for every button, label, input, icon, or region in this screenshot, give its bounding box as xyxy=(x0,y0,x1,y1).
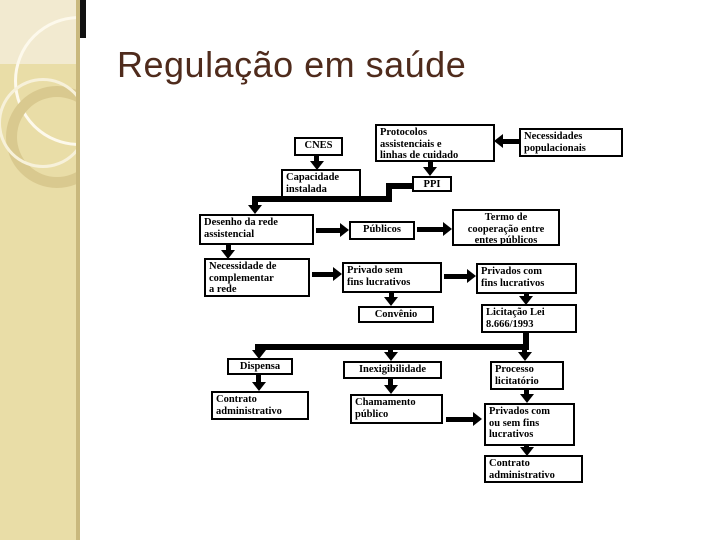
arrowhead-down-icon xyxy=(384,385,398,394)
arrowhead-right-icon xyxy=(473,412,482,426)
arrowhead-down-icon xyxy=(384,297,398,306)
node-convenio: Convênio xyxy=(358,306,434,323)
arrow-necessidades-to-protocolos xyxy=(503,139,520,144)
arrowhead-left-icon xyxy=(494,134,503,148)
connector-drop-to-desenho xyxy=(252,196,258,207)
arrowhead-down-icon xyxy=(252,382,266,391)
arrow-cnes-to-capacidade xyxy=(314,155,319,163)
node-contrato-adm-1: Contrato administrativo xyxy=(211,391,309,420)
arrow-privado-sem-to-privados-com xyxy=(444,274,467,279)
node-necessidades: Necessidades populacionais xyxy=(519,128,623,157)
node-termo: Termo de cooperação entre entes públicos xyxy=(452,209,560,246)
node-privados-ou-sem: Privados com ou sem fins lucrativos xyxy=(484,403,575,446)
arrow-processo-to-privados xyxy=(524,390,529,395)
node-privados-com: Privados com fins lucrativos xyxy=(476,263,577,294)
node-processo: Processo licitatório xyxy=(490,361,564,390)
node-contrato-adm-2: Contrato administrativo xyxy=(484,455,583,483)
decorative-circle-icon xyxy=(0,78,76,168)
arrow-protocolos-to-ppi xyxy=(428,162,433,169)
connector-stub-to-ppi xyxy=(386,183,412,189)
arrow-dispensa-to-contrato xyxy=(256,375,261,383)
arrow-necessidade-to-privado-sem xyxy=(312,272,333,277)
node-dispensa: Dispensa xyxy=(227,358,293,375)
arrowhead-down-icon xyxy=(252,350,266,359)
arrowhead-right-icon xyxy=(333,267,342,281)
slide-theme-sidebar xyxy=(0,0,80,540)
arrow-desenho-to-publicos xyxy=(316,228,340,233)
connector-bus-licitacao xyxy=(255,344,529,350)
connector-bus-capacidade xyxy=(252,196,392,202)
node-necessidade-compl: Necessidade de complementar a rede xyxy=(204,258,310,297)
arrowhead-down-icon xyxy=(519,296,533,305)
arrow-inexigibilidade-to-chamamento xyxy=(388,379,393,386)
node-chamamento: Chamamento público xyxy=(350,394,443,424)
arrow-publicos-to-termo xyxy=(417,227,443,232)
node-ppi: PPI xyxy=(412,176,452,192)
node-protocolos: Protocolos assistenciais e linhas de cui… xyxy=(375,124,495,162)
arrow-privado-sem-to-convenio xyxy=(389,293,394,299)
connector-licitacao-to-bus xyxy=(523,333,529,346)
arrowhead-down-icon xyxy=(221,250,235,259)
node-inexigibilidade: Inexigibilidade xyxy=(343,361,442,379)
node-licitacao: Licitação Lei 8.666/1993 xyxy=(481,304,577,333)
page-title: Regulação em saúde xyxy=(117,44,467,85)
arrow-desenho-to-necessidade xyxy=(226,245,231,252)
node-privado-sem: Privado sem fins lucrativos xyxy=(342,262,442,293)
arrowhead-down-icon xyxy=(384,352,398,361)
arrow-chamamento-to-privados xyxy=(446,417,473,422)
arrowhead-down-icon xyxy=(310,161,324,170)
arrowhead-right-icon xyxy=(340,223,349,237)
node-cnes: CNES xyxy=(294,137,343,156)
arrowhead-down-icon xyxy=(520,447,534,456)
arrowhead-down-icon xyxy=(520,394,534,403)
arrowhead-right-icon xyxy=(467,269,476,283)
arrowhead-down-icon xyxy=(248,205,262,214)
black-marker xyxy=(80,0,86,38)
arrowhead-down-icon xyxy=(423,167,437,176)
node-desenho: Desenho da rede assistencial xyxy=(199,214,314,245)
arrowhead-right-icon xyxy=(443,222,452,236)
arrowhead-down-icon xyxy=(518,352,532,361)
node-capacidade: Capacidade instalada xyxy=(281,169,361,198)
node-publicos: Públicos xyxy=(349,221,415,240)
connector-riser-to-ppi xyxy=(386,183,392,202)
